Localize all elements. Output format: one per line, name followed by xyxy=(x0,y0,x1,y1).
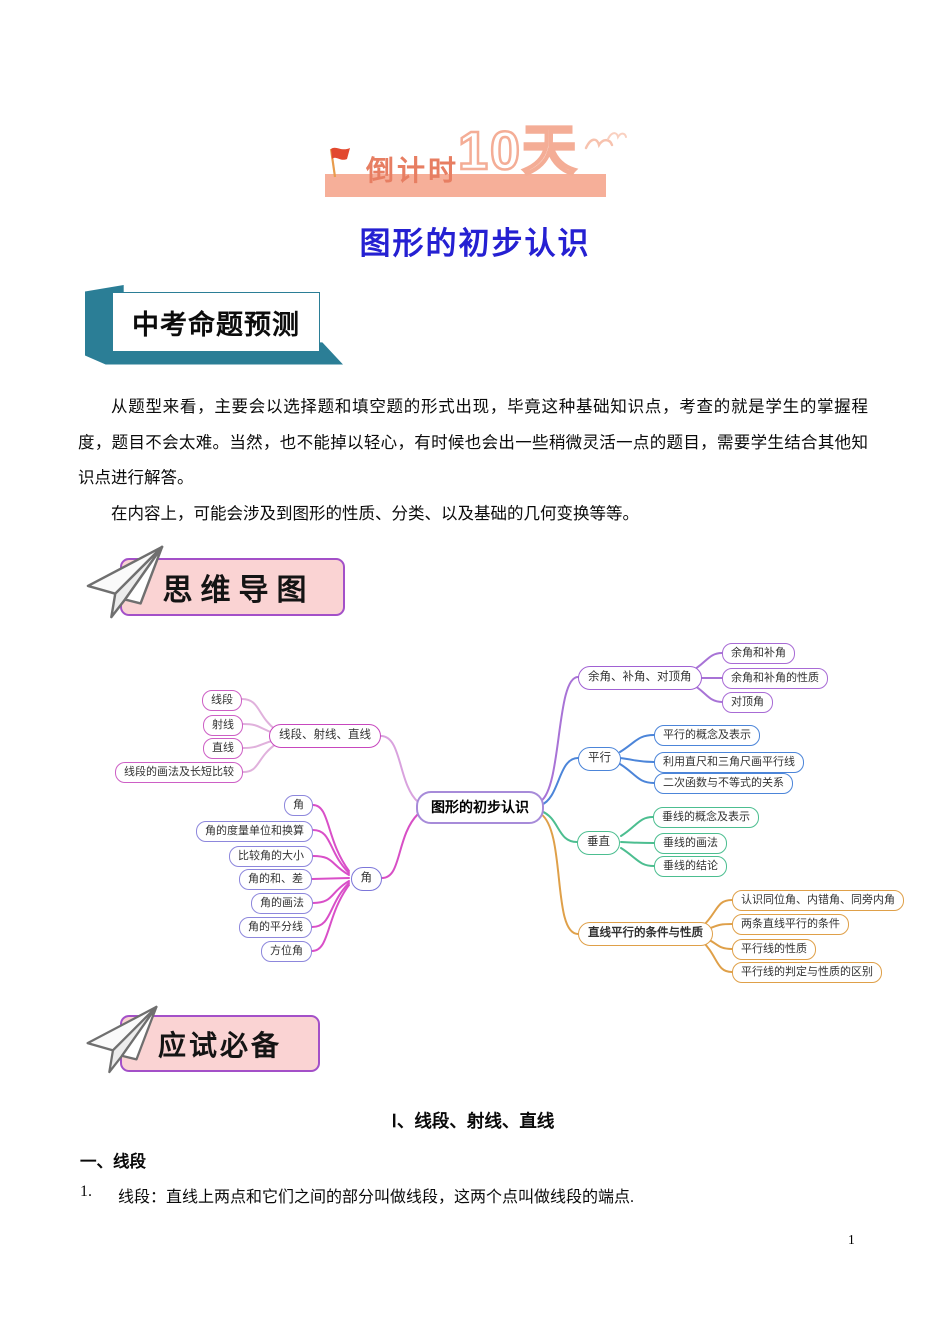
list-item-text: 线段：直线上两点和它们之间的部分叫做线段，这两个点叫做线段的端点. xyxy=(118,1189,635,1206)
page-title: 图形的初步认识 xyxy=(359,226,591,261)
mindmap-node-angle-drawing: 角的画法 xyxy=(251,893,313,914)
prediction-paragraph-2: 在内容上，可能会涉及到图形的性质、分类、以及基础的几何变换等等。 xyxy=(111,503,639,523)
mindmap-node-quadratic-inequality: 二次函数与不等式的关系 xyxy=(654,773,793,794)
mindmap-node-parallel-properties: 平行线的性质 xyxy=(732,939,816,960)
mindmap-section-header: 思维导图 xyxy=(120,558,345,616)
prediction-banner-box: 中考命题预测 xyxy=(112,292,320,352)
exam-section-header: 应试必备 xyxy=(120,1015,320,1072)
mindmap-node-parallel-concept: 平行的概念及表示 xyxy=(654,725,760,746)
mindmap-node-bearing-angle: 方位角 xyxy=(261,941,312,962)
paper-plane-icon xyxy=(86,1005,158,1074)
content-section-title: Ⅰ、线段、射线、直线 xyxy=(391,1111,555,1131)
exam-heading: 应试必备 xyxy=(157,1029,282,1061)
mindmap: 线段 射线 直线 线段的画法及长短比较 线段、射线、直线 角 角的度量单位和换算… xyxy=(0,640,950,1005)
mindmap-node-comp-supp-angles: 余角和补角 xyxy=(722,643,795,664)
mindmap-heading: 思维导图 xyxy=(162,574,315,607)
mindmap-group-segment-ray-line: 线段、射线、直线 xyxy=(269,724,381,748)
mindmap-node-parallel-ruler-drawing: 利用直尺和三角尺画平行线 xyxy=(654,752,804,773)
mindmap-node-straight-line: 直线 xyxy=(203,738,243,759)
mindmap-center-node: 图形的初步认识 xyxy=(416,791,544,824)
mindmap-node-segment: 线段 xyxy=(202,690,242,711)
mindmap-node-angle-sum-diff: 角的和、差 xyxy=(239,869,312,890)
list-item-number: 1. xyxy=(80,1183,92,1200)
countdown-label: 倒计时 xyxy=(366,155,460,186)
countdown-banner-bar xyxy=(325,174,606,197)
mindmap-node-perp-concept: 垂线的概念及表示 xyxy=(653,807,759,828)
mindmap-node-parallel-conditions: 两条直线平行的条件 xyxy=(732,914,849,935)
red-flag-icon xyxy=(329,147,350,178)
mindmap-node-ray: 射线 xyxy=(203,715,243,736)
prediction-text: 从题型来看，主要会以选择题和填空题的形式出现，毕竟这种基础知识点，考查的就是学生… xyxy=(78,389,868,531)
prediction-banner: 中考命题预测 xyxy=(85,285,343,367)
mindmap-node-angle-units: 角的度量单位和换算 xyxy=(196,821,313,842)
mindmap-node-vertical-angles: 对顶角 xyxy=(722,692,773,713)
mindmap-node-angle-compare: 比较角的大小 xyxy=(229,846,313,867)
paper-plane-icon xyxy=(86,545,164,619)
countdown-days: 10天 xyxy=(457,121,579,181)
mindmap-node-segment-drawing-compare: 线段的画法及长短比较 xyxy=(115,762,243,783)
mindmap-connectors xyxy=(241,652,733,973)
mindmap-node-corresponding-angles: 认识同位角、内错角、同旁内角 xyxy=(732,890,904,911)
mindmap-node-judgment-vs-properties: 平行线的判定与性质的区别 xyxy=(732,962,882,983)
mindmap-node-perp-conclusion: 垂线的结论 xyxy=(654,856,727,877)
mindmap-node-angle-bisector: 角的平分线 xyxy=(239,917,312,938)
birds-icon xyxy=(584,132,627,150)
page-number: 1 xyxy=(848,1232,855,1247)
mindmap-group-parallel: 平行 xyxy=(578,747,621,771)
mindmap-group-parallel-conditions: 直线平行的条件与性质 xyxy=(578,922,713,946)
mindmap-node-comp-supp-properties: 余角和补角的性质 xyxy=(722,668,828,689)
prediction-heading: 中考命题预测 xyxy=(132,309,300,340)
prediction-paragraph-1: 从题型来看，主要会以选择题和填空题的形式出现，毕竟这种基础知识点，考查的就是学生… xyxy=(78,397,868,487)
mindmap-group-complementary-angles: 余角、补角、对顶角 xyxy=(578,666,702,690)
list-item: 1. 线段：直线上两点和它们之间的部分叫做线段，这两个点叫做线段的端点. xyxy=(80,1183,634,1207)
mindmap-node-perp-drawing: 垂线的画法 xyxy=(654,833,727,854)
mindmap-group-angle: 角 xyxy=(350,867,382,891)
content-subsection-title: 一、线段 xyxy=(80,1152,146,1171)
mindmap-group-perpendicular: 垂直 xyxy=(577,831,620,855)
mindmap-node-angle: 角 xyxy=(284,795,313,816)
